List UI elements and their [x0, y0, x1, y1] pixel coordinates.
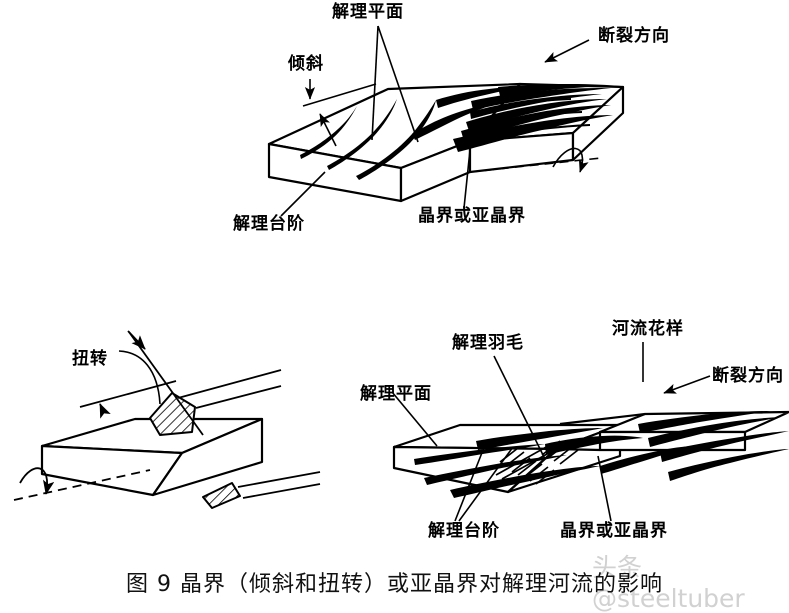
- twist-block-right-face: [151, 417, 264, 497]
- label-cleavage-plane-bottom: 解理平面: [360, 384, 432, 404]
- leader-fracture-direction: [544, 39, 590, 63]
- bottom-left-block-group: [40, 417, 264, 497]
- leader-cleavage-step-a: [454, 439, 488, 522]
- twist-rotation-arrow-curve: [19, 467, 55, 495]
- label-fracture-direction-bottom: 断裂方向: [712, 366, 784, 386]
- twist-panel-annotations: [13, 330, 321, 501]
- lower-hatched-wedge: [202, 482, 241, 509]
- twist-lower-plate-line-b: [242, 483, 321, 499]
- river-panel-annotations: [391, 342, 711, 522]
- rotation-arrow-curve: [552, 147, 589, 173]
- tilt-inner-arrow: [319, 113, 337, 147]
- label-tilt: 倾斜: [288, 54, 324, 74]
- right-slab-end-face: [571, 85, 625, 162]
- twist-base-reference-line: [79, 380, 177, 408]
- cleavage-river-marks-top: [300, 84, 621, 180]
- twist-angle-arrow: [127, 330, 146, 350]
- twist-angle-arc-arrow: [99, 403, 111, 419]
- leader-grain-boundary: [463, 149, 471, 209]
- label-twist: 扭转: [72, 349, 108, 369]
- leader-cleavage-plane-a: [371, 25, 379, 141]
- tilt-reference-line: [302, 83, 377, 107]
- label-grain-boundary-top: 晶界或亚晶界: [418, 206, 526, 226]
- leader-grain-boundary-br: [597, 455, 612, 522]
- label-cleavage-feather: 解理羽毛: [452, 333, 524, 353]
- top-panel-annotations: [280, 25, 602, 217]
- leader-cleavage-plane-b: [377, 25, 419, 143]
- leader-cleavage-step: [280, 171, 326, 217]
- upper-hatched-wedge: [149, 392, 196, 436]
- label-river-pattern: 河流花样: [612, 319, 684, 339]
- figure-caption: 图 9 晶界（倾斜和扭转）或亚晶界对解理河流的影响: [126, 572, 663, 597]
- twist-upper-plate-line-b: [195, 385, 282, 409]
- label-fracture-direction-top: 断裂方向: [598, 26, 670, 46]
- label-grain-boundary-bottom: 晶界或亚晶界: [560, 521, 668, 541]
- twist-lower-plate-line-a: [237, 471, 321, 488]
- twist-wedges: [149, 392, 241, 509]
- label-cleavage-step-bottom: 解理台阶: [428, 521, 500, 541]
- twist-rotation-axis: [13, 469, 151, 501]
- leader-cleavage-step-b: [458, 446, 514, 522]
- twist-angle-arc: [118, 350, 161, 405]
- leader-fracture-direction-br: [663, 375, 711, 394]
- leader-cleavage-plane-br: [391, 391, 438, 447]
- label-cleavage-step-top: 解理台阶: [233, 214, 305, 234]
- plate-seam-upper: [559, 412, 646, 426]
- label-cleavage-plane-top: 解理平面: [332, 2, 404, 22]
- twist-upper-plate-line-a: [177, 369, 282, 399]
- leader-cleavage-feather: [493, 355, 546, 460]
